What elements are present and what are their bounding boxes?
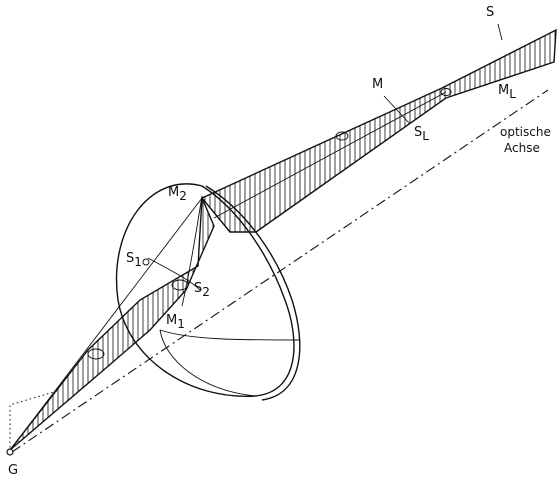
- label-G: G: [8, 463, 18, 478]
- label-optical-axis-line2: Achse: [504, 141, 540, 155]
- label-optical-axis-line1: optische: [500, 125, 551, 139]
- label-ML: ML: [498, 83, 516, 101]
- label-M1: M1: [166, 313, 185, 331]
- mirror-inner-curve: [159, 329, 256, 397]
- mirror-section-curve: [159, 329, 301, 341]
- lower-beam-centerline: [9, 197, 203, 451]
- label-S1: S1: [126, 251, 142, 269]
- marker-S2: [171, 279, 189, 291]
- label-SL: SL: [414, 125, 429, 143]
- label-S: S: [486, 5, 494, 20]
- mirror-meridian: [181, 195, 203, 307]
- point-G-marker: [6, 448, 14, 456]
- label-M: M: [372, 77, 383, 92]
- upper-beam-marker-ML: [440, 88, 452, 96]
- lower-beam-marker: [87, 348, 105, 360]
- upper-beam-marker-M: [335, 131, 349, 141]
- label-S2: S2: [194, 281, 210, 299]
- mirror-rim-ellipse: [115, 183, 295, 397]
- marker-S1: [142, 258, 150, 266]
- label-M2: M2: [168, 185, 187, 203]
- upper-beam-centerline: [213, 91, 447, 219]
- construction-dotted-line: [9, 389, 61, 452]
- label-M-leader: [383, 95, 411, 125]
- mirror-chord: [147, 257, 201, 291]
- label-S-leader: [497, 23, 503, 41]
